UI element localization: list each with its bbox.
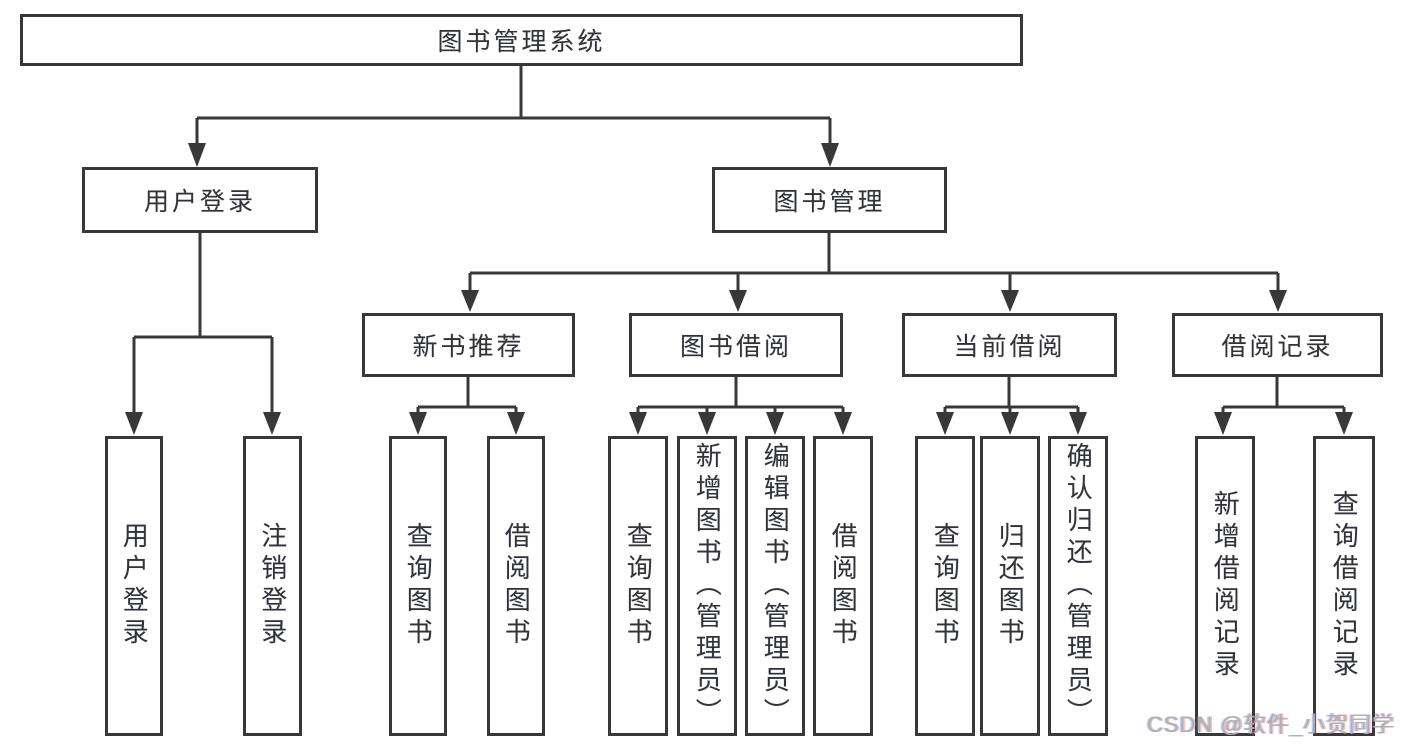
node-label: 借阅图书 (828, 522, 859, 650)
node-label: 图书管理系统 (437, 28, 606, 56)
connector-user-login-children (125, 233, 281, 435)
arrowhead (629, 412, 647, 435)
arrowhead (834, 412, 852, 435)
node-label: 新书推荐 (412, 333, 525, 361)
node-label: 当前借阅 (953, 333, 1066, 361)
arrowhead (1269, 290, 1287, 312)
arrowhead (936, 412, 954, 435)
arrowhead (766, 412, 784, 435)
node-label: 归还图书 (995, 522, 1026, 650)
arrowhead (461, 290, 479, 312)
arrowhead (507, 412, 525, 435)
leaf-logout: 注销登录 (243, 436, 302, 736)
arrowhead (729, 290, 747, 312)
connector-current-borrow-children (936, 377, 1087, 435)
node-label: 新增图书（管理员） (692, 442, 723, 730)
node-label: 查询借阅记录 (1329, 490, 1360, 682)
node-label: 借阅记录 (1221, 333, 1334, 361)
connector-borrow-records-children (1214, 377, 1353, 435)
node-label: 用户登录 (119, 522, 150, 650)
arrowhead (821, 143, 839, 167)
leaf-confirm-return-admin: 确认归还（管理员） (1048, 436, 1108, 736)
connector-new-book-recommend-children (409, 377, 525, 435)
arrowhead (1001, 290, 1019, 312)
node-label: 借阅图书 (501, 522, 532, 650)
node-borrow-records: 借阅记录 (1172, 313, 1383, 377)
node-new-book-recommend: 新书推荐 (362, 313, 575, 377)
node-book-management-system: 图书管理系统 (20, 14, 1023, 66)
arrowhead (125, 412, 143, 435)
node-label: 编辑图书（管理员） (760, 442, 791, 730)
leaf-query-books-current: 查询图书 (915, 436, 975, 736)
connector-book-borrow-children (629, 377, 852, 435)
watermark: CSDN @软件_小贺同学 (1146, 712, 1395, 737)
arrowhead (1335, 412, 1353, 435)
leaf-query-borrow-record: 查询借阅记录 (1313, 436, 1375, 736)
leaf-user-login: 用户登录 (105, 436, 163, 736)
leaf-edit-books-admin: 编辑图书（管理员） (745, 436, 805, 736)
leaf-query-books-borrow: 查询图书 (608, 436, 668, 736)
leaf-return-books: 归还图书 (980, 436, 1040, 736)
leaf-add-books-admin: 新增图书（管理员） (677, 436, 737, 736)
leaf-add-borrow-record: 新增借阅记录 (1195, 436, 1255, 736)
node-current-borrow: 当前借阅 (902, 313, 1117, 377)
arrowhead (188, 143, 206, 167)
node-label: 新增借阅记录 (1210, 490, 1241, 682)
leaf-borrow-books-borrow: 借阅图书 (813, 436, 873, 736)
node-book-borrow: 图书借阅 (629, 313, 843, 377)
connector-root-to-level2 (188, 66, 839, 167)
node-label: 图书管理 (773, 188, 886, 216)
arrowhead (1069, 412, 1087, 435)
node-user-login: 用户登录 (82, 167, 318, 233)
arrowhead (1214, 412, 1232, 435)
node-book-management: 图书管理 (712, 167, 947, 233)
leaf-borrow-books-recommend: 借阅图书 (487, 436, 545, 736)
arrowhead (698, 412, 716, 435)
node-label: 查询图书 (623, 522, 654, 650)
node-label: 注销登录 (257, 522, 288, 650)
arrowhead (409, 412, 427, 435)
node-label: 查询图书 (403, 522, 434, 650)
node-label: 确认归还（管理员） (1063, 442, 1094, 730)
connector-book-management-children (461, 233, 1287, 312)
arrowhead (263, 412, 281, 435)
node-label: 用户登录 (143, 188, 256, 216)
leaf-query-books-recommend: 查询图书 (389, 436, 447, 736)
arrowhead (1001, 412, 1019, 435)
node-label: 图书借阅 (679, 333, 792, 361)
node-label: 查询图书 (930, 522, 961, 650)
